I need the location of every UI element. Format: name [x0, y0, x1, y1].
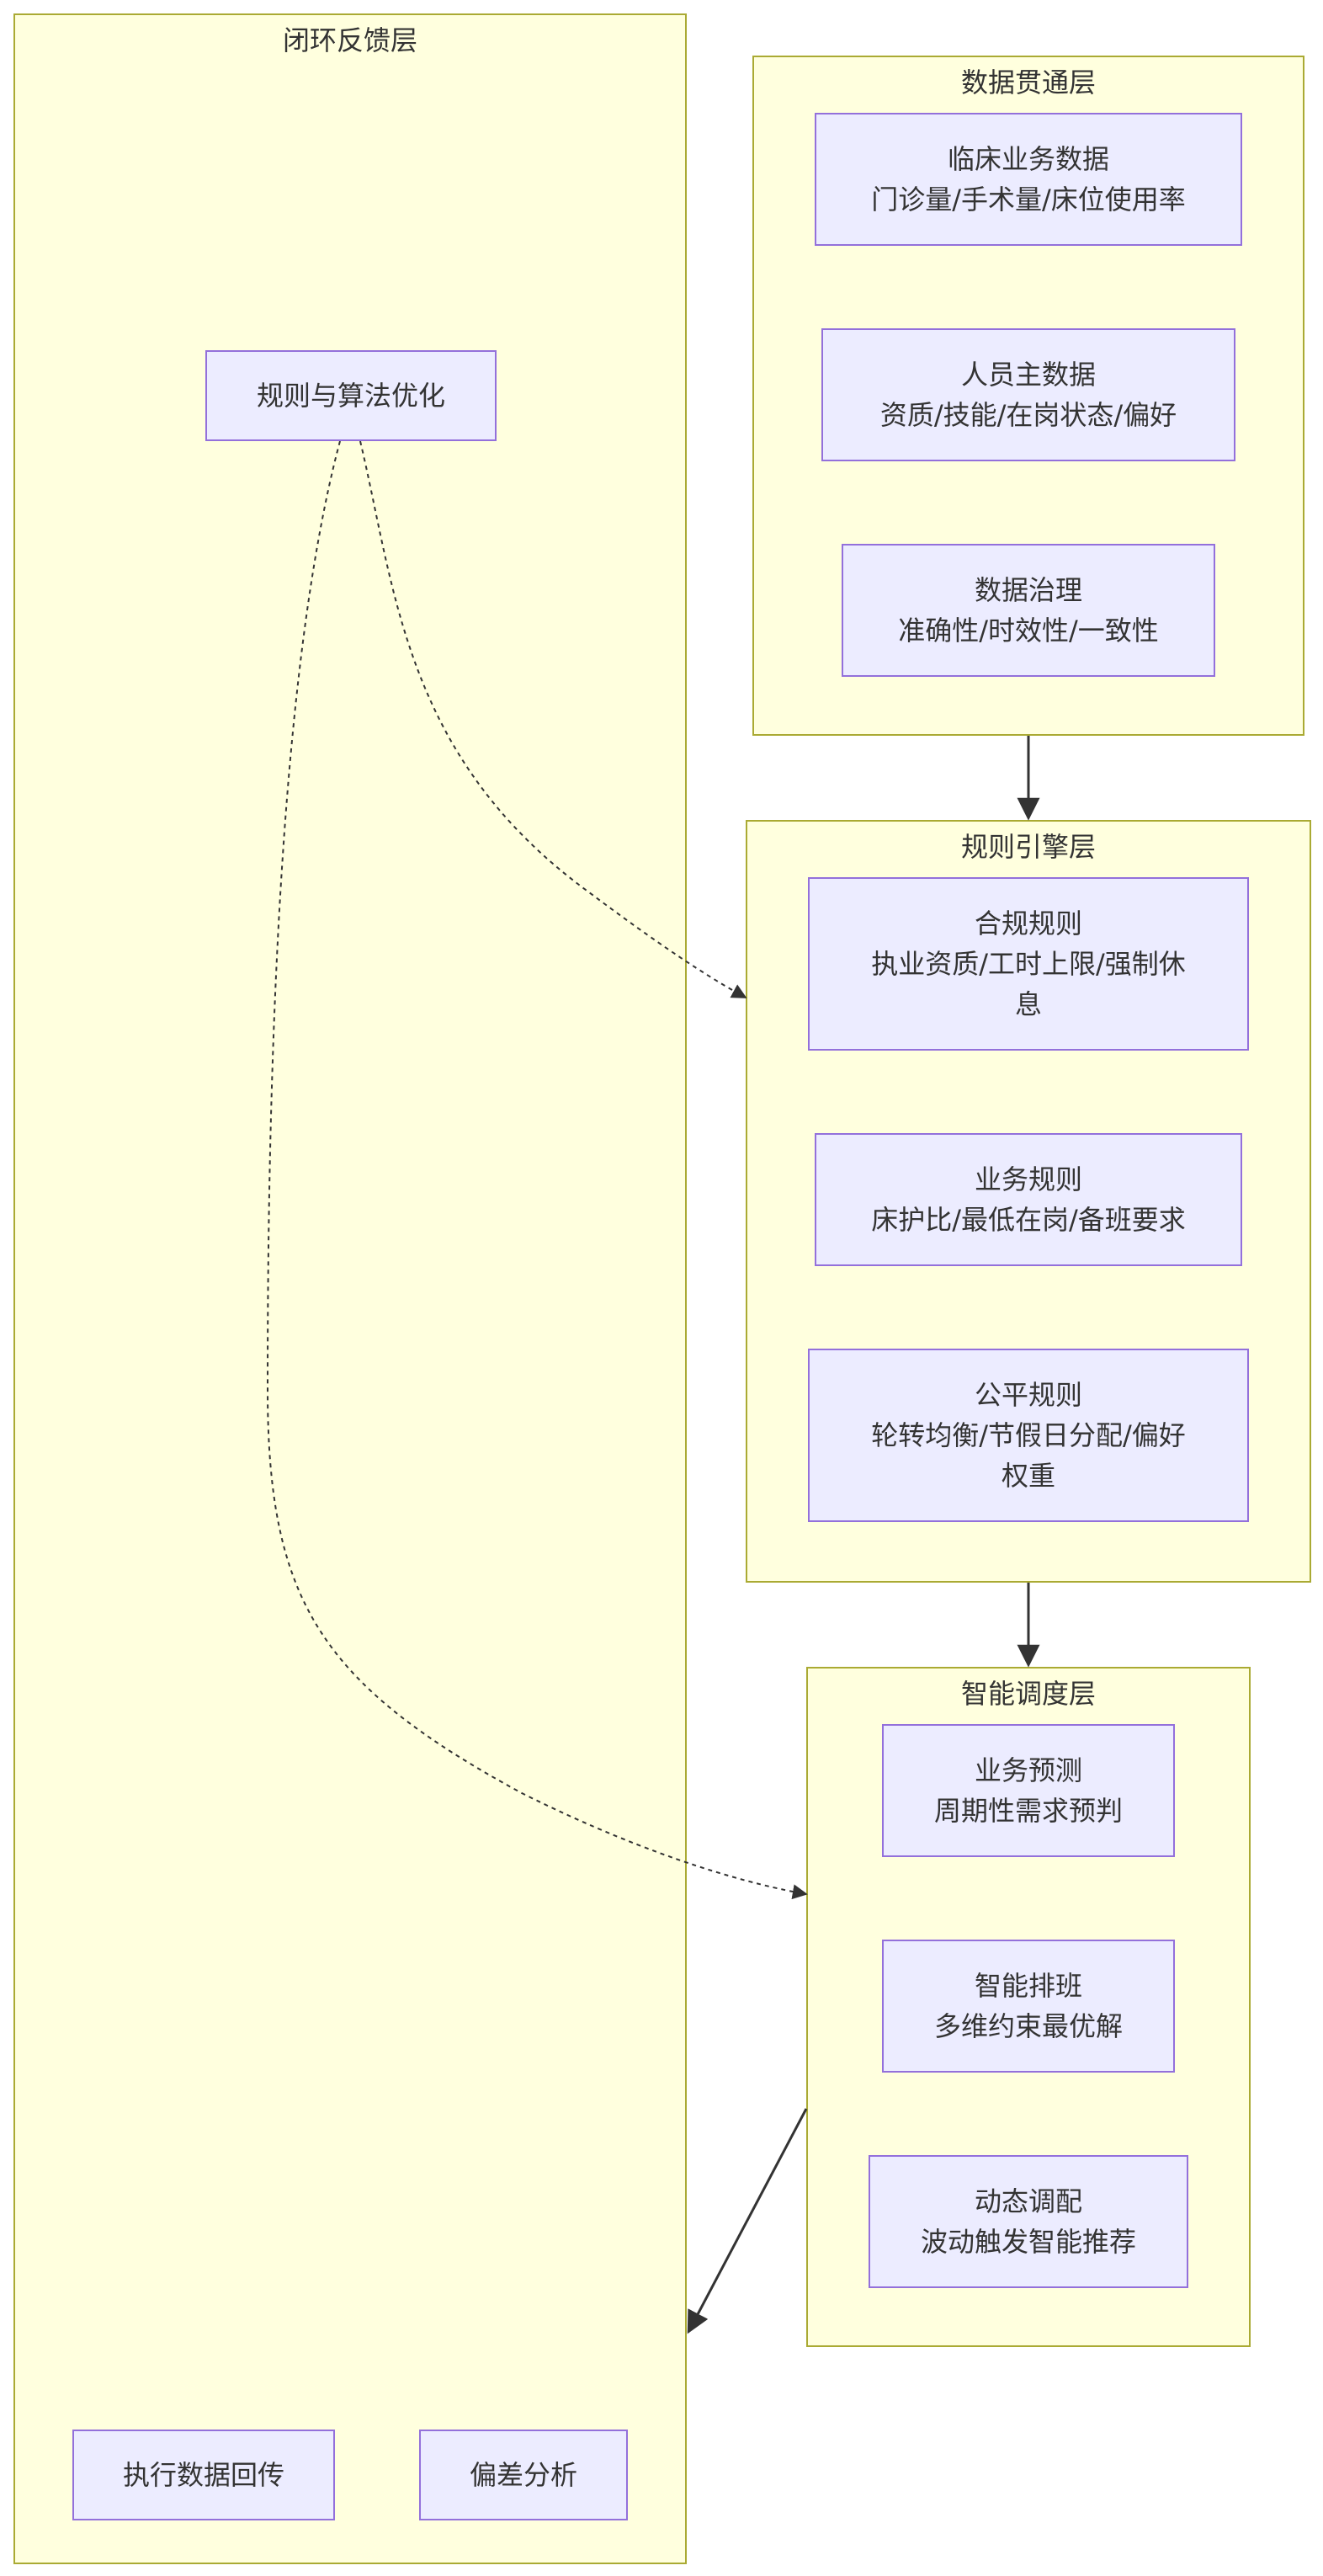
node-smart-scheduling[interactable]: 智能排班 多维约束最优解 — [882, 1940, 1175, 2073]
node-data-governance[interactable]: 数据治理 准确性/时效性/一致性 — [842, 544, 1215, 677]
node-label: 动态调配 — [974, 2185, 1082, 2217]
node-label: 智能排班 — [974, 1970, 1082, 2002]
node-detail: 准确性/时效性/一致性 — [898, 615, 1159, 647]
node-clinical-business-data[interactable]: 临床业务数据 门诊量/手术量/床位使用率 — [815, 113, 1242, 246]
node-label: 数据治理 — [974, 574, 1082, 606]
node-label: 公平规则 — [974, 1379, 1082, 1411]
node-label: 偏差分析 — [469, 2459, 577, 2491]
cluster-schedule-title: 智能调度层 — [960, 1678, 1096, 1710]
cluster-data-title: 数据贯通层 — [960, 67, 1096, 98]
node-detail: 周期性需求预判 — [933, 1795, 1123, 1827]
node-execution-data-return[interactable]: 执行数据回传 — [72, 2430, 335, 2520]
node-rule-algorithm-optimization[interactable]: 规则与算法优化 — [205, 350, 497, 441]
node-staff-master-data[interactable]: 人员主数据 资质/技能/在岗状态/偏好 — [821, 328, 1235, 461]
node-label: 业务规则 — [974, 1163, 1082, 1195]
node-detail: 门诊量/手术量/床位使用率 — [871, 184, 1186, 216]
node-detail-cont: 权重 — [1001, 1460, 1055, 1492]
node-fairness-rules[interactable]: 公平规则 轮转均衡/节假日分配/偏好 权重 — [808, 1349, 1249, 1522]
node-detail: 多维约束最优解 — [933, 2010, 1123, 2042]
node-label: 执行数据回传 — [122, 2459, 284, 2491]
node-business-rules[interactable]: 业务规则 床护比/最低在岗/备班要求 — [815, 1133, 1242, 1266]
node-dynamic-allocation[interactable]: 动态调配 波动触发智能推荐 — [869, 2155, 1188, 2288]
node-deviation-analysis[interactable]: 偏差分析 — [419, 2430, 628, 2520]
node-detail: 床护比/最低在岗/备班要求 — [871, 1204, 1186, 1236]
node-detail: 轮转均衡/节假日分配/偏好 — [871, 1419, 1186, 1451]
cluster-feedback-title: 闭环反馈层 — [282, 24, 417, 56]
node-label: 合规规则 — [974, 907, 1082, 939]
node-detail: 波动触发智能推荐 — [920, 2226, 1136, 2258]
edge-schedule-to-feedback — [687, 2108, 808, 2334]
node-compliance-rules[interactable]: 合规规则 执业资质/工时上限/强制休 息 — [808, 877, 1249, 1051]
node-business-forecast[interactable]: 业务预测 周期性需求预判 — [882, 1724, 1175, 1857]
node-label: 规则与算法优化 — [256, 380, 445, 412]
node-detail: 执业资质/工时上限/强制休 — [871, 948, 1186, 980]
node-label: 临床业务数据 — [947, 143, 1109, 175]
node-label: 业务预测 — [974, 1754, 1082, 1786]
node-detail-cont: 息 — [1014, 988, 1042, 1020]
node-label: 人员主数据 — [960, 359, 1096, 391]
node-detail: 资质/技能/在岗状态/偏好 — [879, 399, 1177, 431]
cluster-rules-title: 规则引擎层 — [960, 831, 1096, 863]
